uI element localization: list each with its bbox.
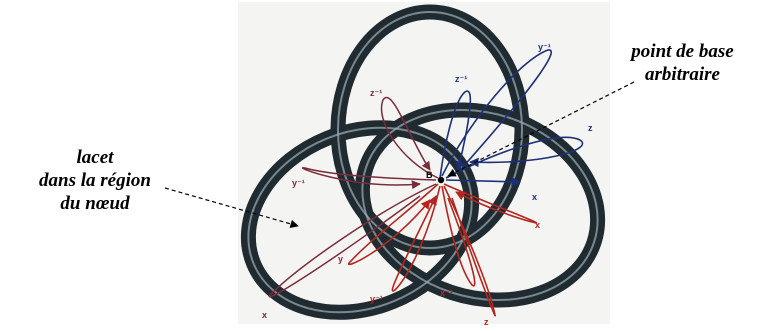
label-x-right: x [532,192,537,202]
label-y-inv-bottom: y⁻¹ [370,294,383,304]
base-point-marker [438,177,444,183]
label-x-red: x [535,220,540,230]
label-z-right: z [588,123,593,133]
label-y-inv-top: y⁻¹ [538,42,551,52]
label-x-bottom-left: x [262,310,267,320]
base-point-caption-line-2: arbitraire [600,63,765,86]
base-point-label: B [426,170,433,180]
base-point-caption-line-1: point de base [600,40,765,63]
label-z-inv-top: z⁻¹ [455,74,467,84]
label-y-left: y [338,254,343,264]
loop-caption-line-3: du nœud [20,192,170,215]
label-z-inv-left: z⁻¹ [370,88,382,98]
loop-region-caption: lacet dans la région du nœud [20,146,170,215]
loop-caption-line-2: dans la région [20,169,170,192]
loop-caption-line-1: lacet [20,146,170,169]
label-y-inv-left: y⁻¹ [292,178,305,188]
base-point-caption: point de base arbitraire [600,40,765,86]
label-x-inv-bottom: x⁻¹ [440,288,453,298]
label-z-bottom: z [484,317,489,326]
